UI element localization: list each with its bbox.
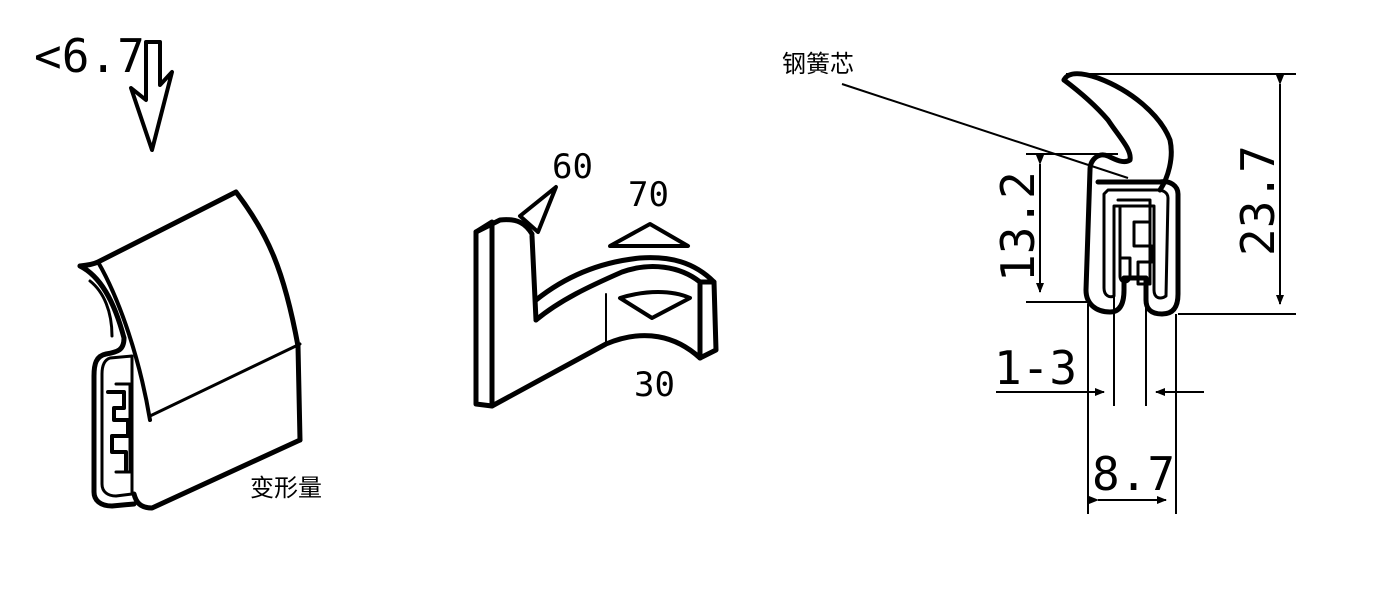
hardness-top-value: 60 (552, 147, 593, 187)
hardness-side-triangle-icon (608, 222, 690, 248)
total-height-value: 23.7 (1231, 145, 1285, 256)
deformed-seal-profile (77, 189, 303, 511)
inner-height-dimension (1026, 153, 1118, 303)
total-height-dimension (1066, 73, 1296, 315)
cross-section-figure: 钢簧芯 23.7 13.2 (782, 50, 1296, 514)
hardness-seal-profile (473, 217, 719, 409)
deformation-label: 变形量 (250, 474, 322, 502)
inner-height-value: 13.2 (991, 171, 1045, 282)
down-arrow-icon (129, 40, 174, 152)
hardness-bottom-segment-icon (618, 290, 692, 320)
deformation-figure: <6.7 变形量 (34, 29, 322, 511)
max-deformation-value: <6.7 (34, 29, 145, 83)
hardness-figure: 60 70 30 (473, 147, 719, 409)
hardness-side-value: 70 (628, 175, 669, 215)
clamp-range-dimension (996, 296, 1204, 406)
seal-section-outline (1061, 71, 1181, 317)
steel-core-leader-line (841, 83, 1129, 179)
width-dimension (1087, 304, 1177, 514)
clamp-range-value: 1-3 (994, 341, 1077, 395)
hardness-bottom-value: 30 (634, 365, 675, 405)
width-value: 8.7 (1092, 447, 1175, 501)
steel-core-label: 钢簧芯 (782, 50, 854, 78)
hardness-top-triangle-icon (518, 185, 558, 234)
